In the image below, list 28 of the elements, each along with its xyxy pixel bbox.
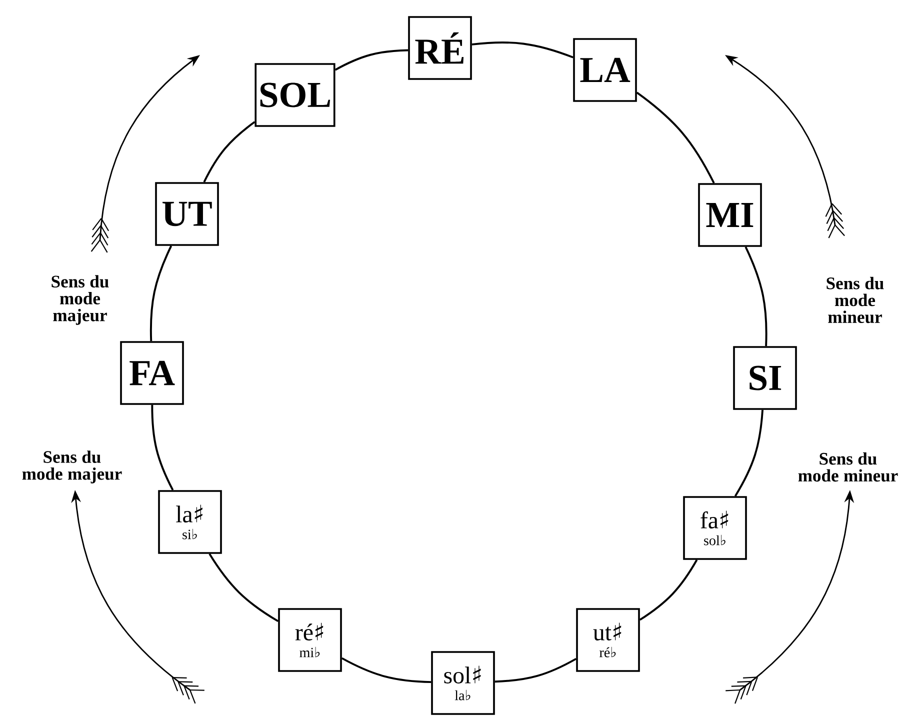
note-box: RÉ: [408, 16, 472, 80]
note-box: ré♯ mi♭: [278, 608, 342, 672]
note-box: ut♯ ré♭: [576, 608, 640, 672]
circle-arc: [494, 658, 577, 683]
circle-arc: [334, 49, 408, 71]
note-box: MI: [698, 183, 762, 247]
circle-arc: [744, 246, 768, 346]
circle-arc: [734, 410, 764, 497]
note-box: SOL: [254, 63, 336, 127]
direction-label: Sens du mode mineur: [798, 452, 898, 482]
note-box: SI: [733, 346, 797, 410]
note-box: fa♯ sol♭: [683, 496, 747, 560]
direction-label: Sens du mode majeur: [22, 450, 122, 484]
note-box: la♯ si♭: [158, 490, 222, 554]
note-box: sol♯ la♭: [431, 651, 495, 715]
circle-arc: [151, 404, 174, 491]
circle-arc: [208, 553, 279, 622]
direction-label: Sens du mode majeur: [52, 275, 109, 325]
circle-arc: [341, 657, 432, 684]
circle-arc: [472, 41, 574, 58]
note-box: UT: [155, 182, 219, 246]
note-box: LA: [573, 38, 637, 102]
circle-arc: [636, 92, 715, 184]
circle-arc: [203, 121, 256, 183]
circle-arc: [150, 246, 172, 342]
circle-arc: [639, 559, 698, 621]
direction-label: Sens du mode mineur: [826, 276, 884, 324]
note-box: FA: [120, 341, 184, 405]
